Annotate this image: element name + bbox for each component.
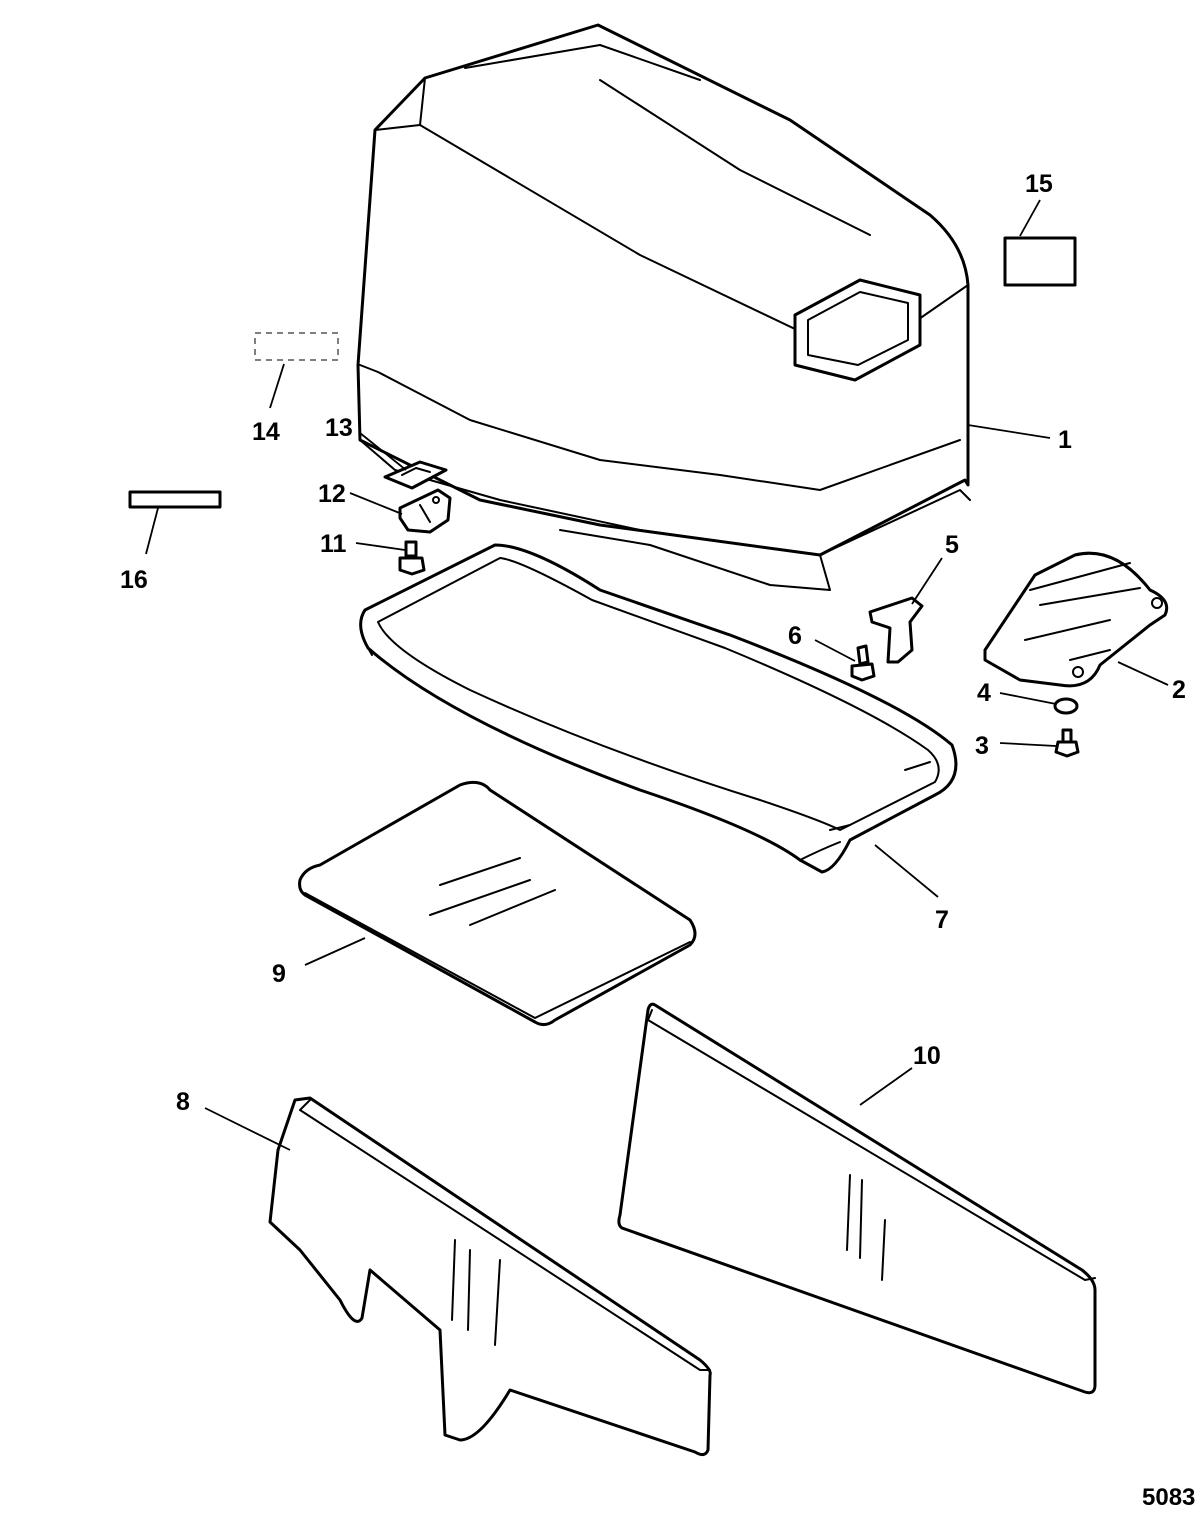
callout-10: 10 xyxy=(913,1042,941,1070)
callout-6: 6 xyxy=(788,622,802,650)
figure-number: 5083 xyxy=(1142,1484,1195,1511)
screw-3 xyxy=(1054,728,1080,758)
callout-2: 2 xyxy=(1172,676,1186,704)
callout-13: 13 xyxy=(325,414,353,442)
decal-14 xyxy=(254,332,339,361)
clip xyxy=(868,596,924,664)
callout-11: 11 xyxy=(320,530,347,558)
decal-16 xyxy=(128,490,222,509)
callout-5: 5 xyxy=(945,531,959,559)
callout-14: 14 xyxy=(252,418,280,446)
bottom-cowl-seal xyxy=(359,543,958,874)
decal-15 xyxy=(1003,236,1077,287)
callout-3: 3 xyxy=(975,732,989,760)
top-cowl xyxy=(356,23,971,591)
screw-6 xyxy=(850,644,876,682)
callout-12: 12 xyxy=(318,480,346,508)
callout-labels: 1 2 3 4 5 6 7 8 9 10 11 12 13 14 15 16 xyxy=(120,170,1186,1116)
callout-15: 15 xyxy=(1025,170,1053,198)
screw-11 xyxy=(398,540,426,576)
top-pad xyxy=(298,780,697,1027)
washer-4 xyxy=(1053,697,1079,715)
callout-4: 4 xyxy=(977,679,991,707)
callout-1: 1 xyxy=(1058,426,1072,454)
side-panel-left xyxy=(268,1096,712,1457)
side-panel-right xyxy=(617,1002,1097,1395)
latch-bracket xyxy=(398,488,452,534)
callout-8: 8 xyxy=(176,1088,190,1116)
callout-9: 9 xyxy=(272,960,286,988)
bracket xyxy=(983,551,1169,688)
shim xyxy=(383,460,448,490)
leader-lines xyxy=(145,199,1169,1151)
callout-7: 7 xyxy=(935,906,949,934)
callout-16: 16 xyxy=(120,566,148,594)
